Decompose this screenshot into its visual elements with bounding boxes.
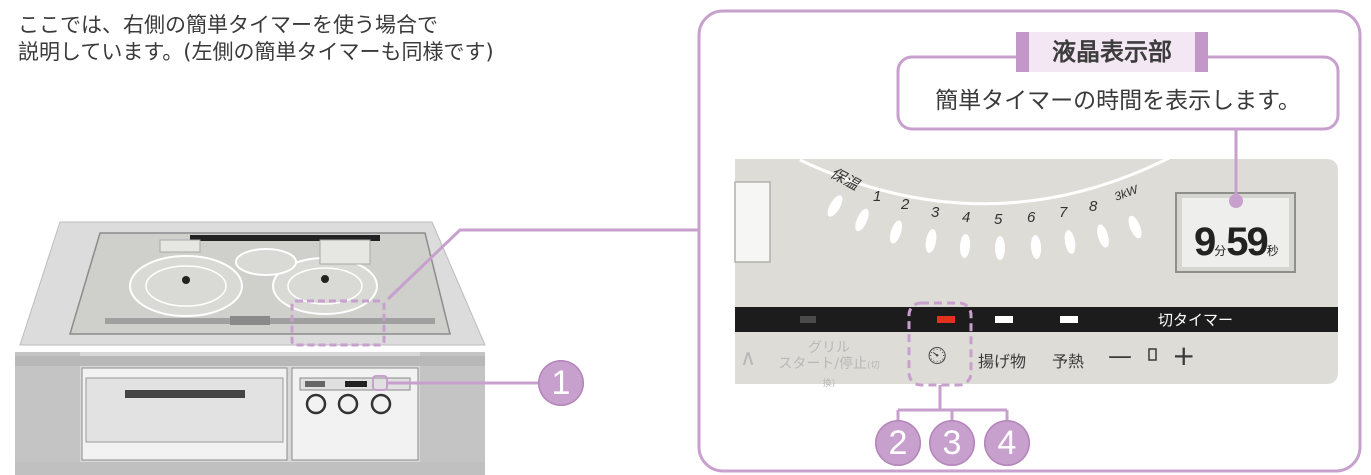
intro-text: ここでは、右側の簡単タイマーを使う場合で 説明しています。(左側の簡単タイマーも… [18,12,494,66]
lcd-callout-title: 液晶表示部 [1016,32,1208,72]
grill-chevron-button[interactable]: ∧ [740,346,757,371]
easy-timer-button[interactable]: ⏲ [927,341,948,371]
power-label-7: 7 [1059,204,1068,221]
lcd-minutes: 9 [1194,220,1216,264]
lcd-seconds-unit: 秒 [1266,244,1279,258]
indicator-bar [735,307,1338,332]
lcd-screen [1182,198,1289,267]
power-arc-line [799,153,1176,206]
fry-button[interactable]: 揚げ物 [978,352,1027,371]
lcd-pointer-dot [1229,194,1243,208]
marker-2: 2 [875,420,921,466]
grill-indicator [800,316,816,323]
grill-label-line-1: グリル [808,340,850,356]
off-timer-label: 切タイマー [1158,311,1234,329]
preheat-indicator-led [1060,316,1078,323]
lcd-minutes-unit: 分 [1214,244,1227,258]
marker-4: 4 [984,420,1030,466]
left-display-window [734,181,771,263]
marker-1: 1 [538,360,584,406]
power-label-3: 3 [931,204,940,221]
zoom-connector-line [386,228,700,301]
lcd-time-readout: 9分59秒 [1194,220,1279,265]
power-label-1: 1 [873,188,882,205]
power-level-leds [827,195,1142,260]
timer-indicator-led [937,316,955,323]
timer-plus-button[interactable]: + [1172,339,1196,372]
lcd-seconds: 59 [1226,220,1268,264]
stove-illustration [15,221,486,475]
timer-step-indicator [1148,348,1157,361]
power-label-8: 8 [1089,198,1098,215]
timer-minus-button[interactable]: — [1108,342,1132,370]
fry-indicator-led [995,316,1013,323]
grill-label-note: (切換) [822,361,880,389]
power-label-4: 4 [962,209,971,226]
grill-label-line-2: スタート/停止 [778,356,868,372]
intro-line-1: ここでは、右側の簡単タイマーを使う場合で [18,13,438,37]
power-label-2: 2 [901,196,910,213]
power-label-5: 5 [994,211,1003,228]
lcd-callout-description: 簡単タイマーの時間を表示します。 [935,88,1301,114]
timer-highlight [907,301,973,387]
grill-start-stop-button[interactable]: グリル スタート/停止(切換) [774,340,884,392]
marker-3: 3 [929,420,975,466]
power-label-6: 6 [1027,209,1036,226]
preheat-button[interactable]: 予熱 [1052,352,1085,371]
intro-line-2: 説明しています。(左側の簡単タイマーも同様です) [18,40,494,64]
